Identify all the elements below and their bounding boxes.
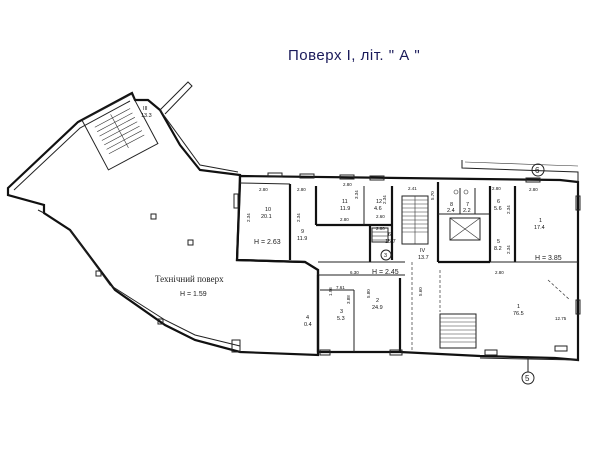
room-1b-area: 17.4 [534,225,545,231]
axis-3-circle [380,249,392,261]
stair-iv-steps [402,196,428,244]
dim-234c: 2.34 [382,195,387,204]
dim-234d: 2.34 [506,205,511,214]
room-iii-area: 13.3 [141,113,152,119]
dim-234e: 2.34 [506,245,511,254]
dim-234b: 2.34 [296,213,301,222]
room-5-num: 5 [497,239,500,245]
room-6b-area: 5.6 [494,206,502,212]
room-1-area: 76.5 [513,311,524,317]
room-6b-num: 6 [497,199,500,205]
room-3-area: 5.3 [337,316,345,322]
bottom-ext-line [479,357,579,361]
room-4-num: 4 [306,315,309,321]
room-5-area: 8.2 [494,246,502,252]
technical-floor-height: Н = 1.59 [180,291,207,298]
dim-560: 5.60 [418,287,423,296]
height-245: Н = 2.45 [372,269,399,276]
dim-280d: 2.80 [376,226,385,231]
ramp-line [159,81,193,115]
room-12-num: 12 [376,199,382,205]
room-7-num: 7 [466,202,469,208]
dim-630: 6.30 [350,270,359,275]
dim-196: 1.96 [328,287,333,296]
axis-5-circle [521,371,535,385]
technical-floor-label: Технічний поверх [155,274,224,284]
room-6-num: 6 [388,232,391,238]
room-iv-num: IV [420,248,426,254]
room-2-area: 24.9 [372,305,383,311]
stair-iii-block [81,93,159,171]
elevator-shaft [449,217,481,241]
room-1b-num: 1 [539,218,542,224]
dim-280e: 2.80 [492,186,501,191]
column-mark-4 [157,318,164,325]
axis-6-circle [531,163,545,177]
top-wall-step-fill [464,161,579,167]
windows [233,172,581,356]
room-iii-num: III [143,106,148,112]
room-10-area: 20.1 [261,214,272,220]
technical-floor-outline [6,91,320,357]
dim-280c: 2.80 [340,217,349,222]
room-1-num: 1 [517,304,520,310]
column-mark-5 [231,339,241,353]
dim-280g: 2.80 [495,270,504,275]
stair-room-1 [439,313,477,349]
stair-iii-steps [94,108,145,155]
room-7-area: 2.2 [463,208,471,214]
technical-floor-inner [13,100,241,347]
top-wall-step [461,160,579,182]
room-11-area: 11.9 [340,206,350,212]
dim-280b: 2.80 [297,187,306,192]
height-385: Н = 3.85 [535,255,562,262]
dim-280a: 2.80 [259,187,268,192]
room-9-num: 9 [301,229,304,235]
room-2-num: 2 [376,298,379,304]
floor-title: Поверх I, літ. " А " [288,47,421,64]
stair-6-steps [371,227,389,243]
door-symbol-1 [453,189,459,195]
dim-280h: 2.80 [343,182,352,187]
dim-570: 5.70 [430,191,435,200]
axis-6-label: 6 [535,166,540,175]
elevator-x2 [449,217,481,241]
dim-580: 5.80 [366,289,371,298]
dim-234a: 2.34 [246,213,251,222]
dash-right [547,279,571,301]
dim-241: 2.41 [408,186,417,191]
door-symbol-2 [463,189,469,195]
stair-room-1-steps [440,317,476,343]
axis-3-label: 3 [384,253,387,259]
dim-761: 7.61 [336,285,345,290]
room-10-num: 10 [265,207,271,213]
room-8-area: 2.4 [447,208,455,214]
room-4-area: 0.4 [304,322,312,328]
column-mark-2 [187,239,194,246]
room-6-area: 15.7 [385,239,396,245]
column-mark-1 [150,213,157,220]
wall-10-9 [239,182,291,185]
room-11-num: 11 [342,199,348,205]
dim-388: 3.88 [346,295,351,304]
main-building-outline [235,174,580,362]
dim-334: 3.34 [354,190,359,199]
dim-280f: 2.80 [529,187,538,192]
room-12-area: 4.6 [374,206,382,212]
dim-1275: 12.75 [555,316,567,321]
room-8-num: 8 [450,202,453,208]
room-iv-area: 13.7 [418,255,429,261]
room-9-area: 11.9 [297,236,307,242]
dim-260: 2.60 [376,214,385,219]
height-263: Н = 2.63 [254,239,281,246]
room-3-num: 3 [340,309,343,315]
axis-5-label: 5 [525,374,530,383]
column-mark-3 [95,270,102,277]
